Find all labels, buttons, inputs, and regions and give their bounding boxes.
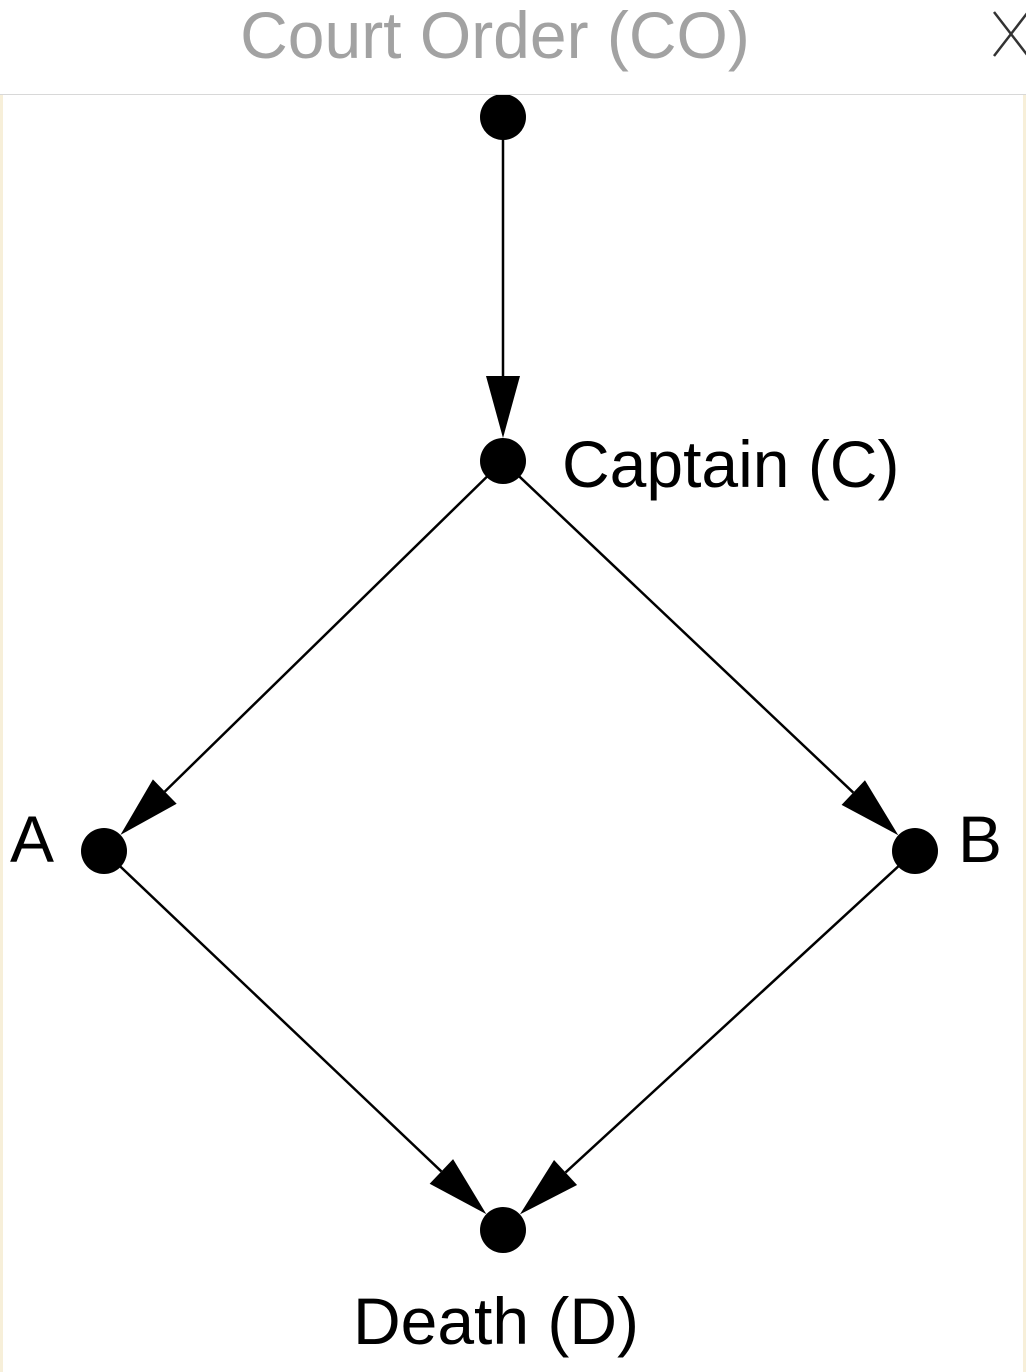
left-margin-strip — [0, 95, 3, 1372]
arrowhead-co-c — [486, 376, 520, 438]
edge-c-a — [163, 460, 504, 793]
edge-c-b — [502, 460, 855, 794]
node-label-d: Death (D) — [353, 1284, 639, 1358]
node-label-b: B — [958, 802, 1002, 876]
close-button[interactable] — [984, 6, 1026, 62]
edges-layer — [103, 117, 916, 1215]
arrowhead-b-d — [519, 1159, 578, 1215]
node-a — [81, 828, 127, 874]
diagram-title: Court Order (CO) — [240, 0, 750, 72]
node-c — [480, 438, 526, 484]
diagram-header: Court Order (CO) — [0, 0, 1026, 95]
labels-layer: Captain (C) A B Death (D) — [10, 427, 1002, 1358]
node-co — [480, 94, 526, 140]
arrowhead-c-a — [120, 779, 177, 835]
edge-a-d — [103, 850, 443, 1173]
arrowhead-c-b — [841, 780, 899, 836]
node-label-c: Captain (C) — [562, 427, 899, 501]
close-icon — [993, 11, 1026, 57]
edge-b-d — [564, 850, 916, 1174]
node-label-a: A — [10, 802, 54, 876]
node-d — [480, 1207, 526, 1253]
nodes-layer — [81, 94, 938, 1253]
arrowhead-a-d — [429, 1159, 487, 1215]
right-margin-strip — [1023, 95, 1026, 1372]
node-b — [892, 828, 938, 874]
